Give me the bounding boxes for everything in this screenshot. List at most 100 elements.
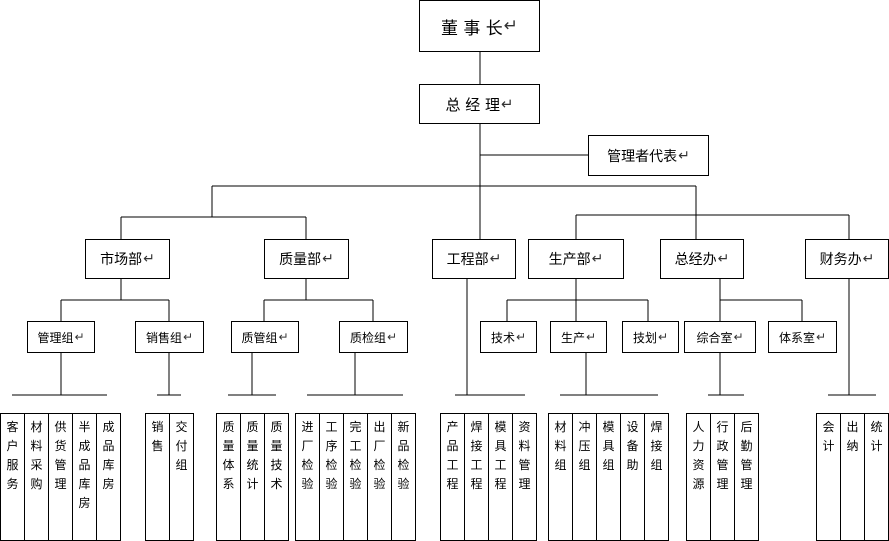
leaf-label: 出厂检验 [373,420,386,491]
leaf-new-product-inspection: 新品检验 [391,413,416,541]
leaf-label: 进厂检验 [301,420,314,491]
leaf-label: 后勤管理 [740,420,753,491]
node-sales-group: 销售组↵ [135,321,204,353]
leaf-quality-technology: 质量技术 [264,413,289,541]
node-label: 技划 [632,330,657,345]
node-general-manager: 总 经 理↵ [419,84,540,124]
node-finance-office: 财务办↵ [805,239,889,279]
leaf-accounting: 会计 [816,413,841,541]
return-mark: ↵ [503,16,519,36]
leaf-label: 行政管理 [716,420,729,491]
return-mark: ↵ [585,330,597,344]
node-label: 质管组 [241,330,278,345]
node-gm-office: 总经办↵ [660,239,744,279]
return-mark: ↵ [657,330,669,344]
node-tech: 技术↵ [480,321,537,353]
leaf-label: 销售 [151,420,164,453]
leaf-label: 工序检验 [325,420,338,491]
node-label: 总经办 [674,252,717,268]
node-quality-management-group: 质管组↵ [231,321,299,353]
leaf-label: 供货管理 [54,420,67,491]
node-general-office: 综合室↵ [684,321,756,353]
leaf-process-inspection: 工序检验 [319,413,344,541]
node-label: 管理组 [37,330,74,345]
node-engineering-dept: 工程部↵ [432,239,516,279]
leaf-label: 质量统计 [246,420,259,491]
leaf-label: 焊接工程 [470,420,483,491]
leaf-mold-engineering: 模具工程 [488,413,513,541]
leaf-human-resources: 人力资源 [686,413,711,541]
node-plan: 技划↵ [622,321,679,353]
leaf-label: 人力资源 [692,420,705,491]
return-mark: ↵ [678,147,690,164]
node-label: 技术 [490,330,515,345]
leaf-mold-group: 模具组 [596,413,621,541]
leaf-welding-group: 焊接组 [644,413,669,541]
leaf-stamping-group: 冲压组 [572,413,597,541]
node-label: 质量部 [279,252,322,268]
leaf-label: 会计 [822,420,835,453]
leaf-label: 成品库房 [102,420,115,491]
node-management-group: 管理组↵ [27,321,95,353]
node-label: 质检组 [349,330,386,345]
node-label: 市场部 [100,252,143,268]
leaf-supply-management: 供货管理 [48,413,73,541]
leaf-document-management: 资料管理 [512,413,537,541]
leaf-customer-service: 客户服务 [0,413,25,541]
leaf-delivery-group: 交付组 [169,413,194,541]
leaf-logistics: 后勤管理 [734,413,759,541]
leaf-label: 统计 [870,420,883,453]
leaf-semi-product-warehouse: 半成品库房 [72,413,97,541]
leaf-welding-engineering: 焊接工程 [464,413,489,541]
leaf-label: 客户服务 [6,420,19,491]
return-mark: ↵ [322,251,334,267]
leaf-outgoing-inspection: 出厂检验 [367,413,392,541]
leaf-label: 新品检验 [397,420,410,491]
node-label: 生产部 [548,252,591,268]
leaf-material-group: 材料组 [548,413,573,541]
leaf-quality-system: 质量体系 [216,413,241,541]
return-mark: ↵ [862,251,875,267]
return-mark: ↵ [74,330,85,344]
node-production-dept: 生产部↵ [528,239,624,279]
return-mark: ↵ [489,251,502,267]
leaf-label: 完工检验 [349,420,362,491]
leaf-label: 设备助 [626,420,639,472]
leaf-label: 出纳 [846,420,859,453]
node-label: 销售组 [145,330,182,345]
node-label: 综合室 [696,330,733,345]
leaf-label: 模具组 [602,420,615,472]
return-mark: ↵ [591,251,604,267]
return-mark: ↵ [143,251,155,267]
leaf-material-purchase: 材料采购 [24,413,49,541]
leaf-label: 质量体系 [222,420,235,491]
leaf-statistics: 统计 [864,413,889,541]
leaf-label: 资料管理 [518,420,531,491]
leaf-sales: 销售 [145,413,170,541]
leaf-label: 半成品库房 [78,420,91,510]
node-label: 工程部 [446,252,489,268]
return-mark: ↵ [717,251,730,267]
node-quality-dept: 质量部↵ [264,239,349,279]
node-label: 管理者代表 [607,148,678,165]
leaf-label: 质量技术 [270,420,283,491]
node-quality-inspection-group: 质检组↵ [339,321,408,353]
leaf-label: 材料组 [554,420,567,472]
return-mark: ↵ [815,330,827,344]
leaf-label: 交付组 [175,420,188,472]
leaf-label: 产品工程 [446,420,459,491]
leaf-label: 冲压组 [578,420,591,472]
leaf-administration: 行政管理 [710,413,735,541]
leaf-label: 焊接组 [650,420,663,472]
leaf-product-warehouse: 成品库房 [96,413,121,541]
leaf-incoming-inspection: 进厂检验 [295,413,320,541]
leaf-quality-statistics: 质量统计 [240,413,265,541]
node-label: 总 经 理 [445,95,500,114]
leaf-label: 模具工程 [494,420,507,491]
return-mark: ↵ [515,330,527,344]
leaf-product-engineering: 产品工程 [440,413,465,541]
return-mark: ↵ [182,330,194,344]
node-prod: 生产↵ [550,321,607,353]
leaf-cashier: 出纳 [840,413,865,541]
